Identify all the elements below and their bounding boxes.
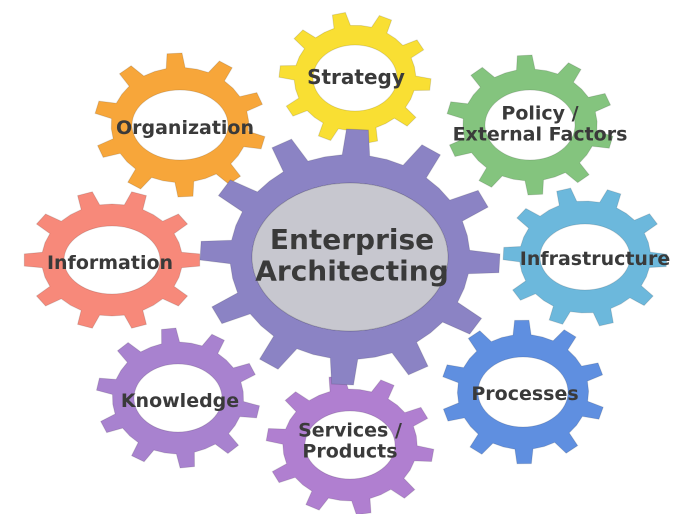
gear-label-services-products: Services /Products — [298, 419, 402, 462]
gear-policy-external-factors: Policy /External Factors — [446, 54, 628, 196]
gear-label-line-policy-external-factors-2: External Factors — [453, 124, 628, 146]
gear-label-information: Information — [47, 252, 173, 274]
gear-information: Information — [23, 191, 201, 329]
gear-label-line-strategy-1: Strategy — [307, 65, 405, 89]
gear-body-processes — [442, 319, 604, 465]
gear-body-information — [23, 191, 201, 329]
center-gear-label-line-2: Architecting — [255, 255, 449, 288]
gear-body-policy-external-factors — [446, 54, 614, 196]
gear-body-knowledge — [95, 327, 261, 469]
gear-label-line-services-products-1: Services / — [298, 419, 402, 441]
gear-label-line-information-1: Information — [47, 252, 173, 274]
gear-body-organization — [94, 52, 266, 198]
gear-label-line-services-products-2: Products — [302, 441, 397, 463]
gear-label-line-infrastructure-1: Infrastructure — [520, 248, 670, 270]
gear-body-services-products — [265, 374, 435, 516]
gear-processes: Processes — [442, 319, 604, 465]
gear-label-knowledge: Knowledge — [121, 390, 239, 412]
gear-organization: Organization — [94, 52, 266, 198]
gear-label-organization: Organization — [116, 117, 254, 139]
gear-label-line-knowledge-1: Knowledge — [121, 390, 239, 412]
center-gear-label-line-1: Enterprise — [270, 223, 434, 256]
gear-label-processes: Processes — [471, 383, 578, 405]
center-gear-hub — [251, 182, 449, 332]
gear-label-line-processes-1: Processes — [471, 383, 578, 405]
gear-body-strategy — [278, 11, 432, 145]
gear-label-line-organization-1: Organization — [116, 117, 254, 139]
gear-services-products: Services /Products — [265, 374, 435, 516]
gear-label-infrastructure: Infrastructure — [520, 248, 670, 270]
gear-knowledge: Knowledge — [95, 327, 261, 469]
gear-label-line-policy-external-factors-1: Policy / — [501, 102, 578, 124]
gear-label-policy-external-factors: Policy /External Factors — [453, 102, 628, 145]
gear-strategy: Strategy — [278, 11, 432, 145]
gear-infrastructure: Infrastructure — [502, 187, 670, 327]
gear-label-strategy: Strategy — [307, 65, 405, 89]
gear-body-infrastructure — [502, 187, 668, 327]
